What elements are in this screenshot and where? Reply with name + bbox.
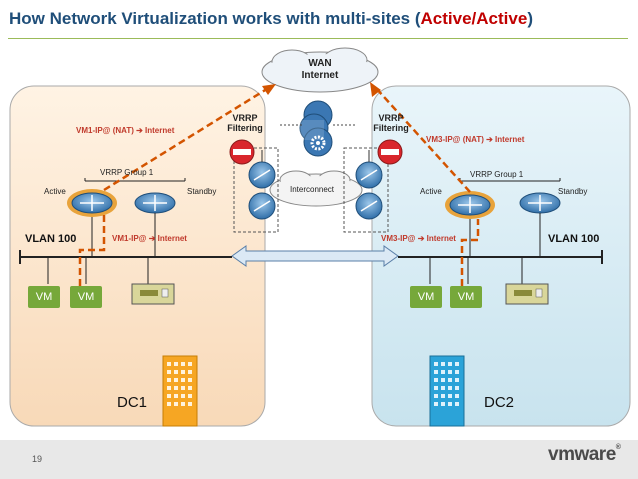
wan-label: WAN Internet [296, 58, 344, 82]
dc1-active-router-icon [67, 189, 117, 217]
right-edge-switch-bottom-icon [355, 192, 383, 220]
dc2-vm-2[interactable]: VM [450, 286, 482, 308]
left-edge-switch-top-icon [248, 161, 276, 189]
dc1-server-icon [131, 283, 175, 305]
dc1-label: DC1 [117, 394, 148, 411]
title-text: How Network Virtualization works with mu… [9, 9, 421, 28]
wan-cloud-icon [261, 47, 379, 93]
dc2-standby-router-icon [519, 192, 561, 214]
right-no-entry-icon [377, 139, 403, 165]
dc2-vm-1[interactable]: VM [410, 286, 442, 308]
dc2-route-label: VM3-IP@ ➔ Internet [381, 234, 456, 243]
dc1-nat-label: VM1-IP@ (NAT) ➔ Internet [76, 126, 175, 135]
dc1-vm-2[interactable]: VM [70, 286, 102, 308]
interconnect-label: Interconnect [290, 185, 335, 194]
dc2-active-router-icon [445, 191, 495, 219]
dc2-vrrp-filtering-label: VRRP Filtering [370, 113, 412, 133]
dc2-vlan-label: VLAN 100 [548, 233, 600, 245]
dc2-standby-label: Standby [558, 187, 588, 196]
footer-bar [0, 440, 638, 479]
dc1-building-icon [162, 355, 198, 427]
interconnect-cloud-icon [269, 170, 363, 207]
dc2-nat-label: VM3-IP@ (NAT) ➔ Internet [426, 135, 525, 144]
dc1-filter-line1: VRRP [232, 113, 258, 123]
dc1-standby-router-icon [134, 192, 176, 214]
dc2-filter-line1: VRRP [378, 113, 404, 123]
gear-icon [310, 135, 326, 151]
dc1-active-label: Active [44, 187, 66, 196]
page-number: 19 [32, 454, 43, 464]
wan-line2: Internet [301, 70, 339, 81]
left-no-entry-icon [229, 139, 255, 165]
right-edge-frame [343, 147, 389, 233]
dc1-vrrp-filtering-label: VRRP Filtering [224, 113, 266, 133]
brand-mark: ® [615, 444, 621, 451]
left-edge-frame [233, 147, 279, 233]
title-suffix: ) [527, 9, 533, 28]
dc1-vrrp-group-label: VRRP Group 1 [100, 168, 154, 177]
title-highlight: Active/Active [420, 9, 528, 28]
dc1-vlan-label: VLAN 100 [25, 233, 77, 245]
title-divider [8, 38, 628, 39]
dc2-nat-path [370, 82, 480, 286]
dc2-server-icon [505, 283, 549, 305]
dc1-vm-1[interactable]: VM [28, 286, 60, 308]
left-edge-switch-bottom-icon [248, 192, 276, 220]
dc2-filter-line2: Filtering [373, 123, 409, 133]
brand-text: vmware [548, 444, 616, 465]
dc2-label: DC2 [484, 394, 515, 411]
dc1-standby-label: Standby [187, 187, 217, 196]
vmware-logo: vmware® [548, 444, 621, 466]
dc1-filter-line2: Filtering [227, 123, 263, 133]
wan-line1: WAN [308, 58, 332, 69]
dc2-building-icon [429, 355, 465, 427]
dc2-vrrp-group-label: VRRP Group 1 [470, 170, 524, 179]
dc2-active-label: Active [420, 187, 442, 196]
page-title: How Network Virtualization works with mu… [9, 9, 533, 29]
dc1-route-label: VM1-IP@ ➔ Internet [112, 234, 187, 243]
right-edge-switch-top-icon [355, 161, 383, 189]
dc1-nat-path [78, 84, 276, 286]
